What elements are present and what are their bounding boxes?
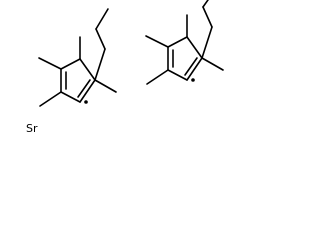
ring-bond bbox=[186, 36, 203, 59]
double-bond-inner bbox=[184, 57, 198, 76]
ring-bond bbox=[167, 36, 188, 48]
propyl-bond bbox=[202, 0, 209, 8]
methyl-bond bbox=[201, 57, 224, 71]
ring-bond bbox=[79, 79, 96, 103]
methyl-bond bbox=[145, 35, 169, 48]
methyl-bond bbox=[38, 57, 62, 70]
ring-bond bbox=[186, 57, 203, 81]
right-ligand bbox=[145, 0, 224, 85]
radical-dot bbox=[84, 100, 88, 104]
propyl-bond bbox=[95, 8, 109, 30]
ring-bond bbox=[60, 58, 81, 70]
methyl-bond bbox=[39, 91, 62, 107]
propyl-bond bbox=[202, 6, 213, 28]
ring-bond bbox=[79, 58, 96, 81]
propyl-bond bbox=[94, 48, 106, 81]
radical-dot bbox=[191, 78, 195, 82]
double-bond-inner bbox=[77, 79, 91, 98]
methyl-bond bbox=[94, 79, 117, 93]
left-ligand bbox=[38, 8, 117, 107]
propyl-bond bbox=[95, 28, 106, 50]
strontium-label: Sr bbox=[26, 122, 38, 135]
propyl-bond bbox=[201, 26, 213, 59]
ring-bond bbox=[167, 69, 188, 81]
structure-diagram: Sr bbox=[26, 0, 224, 135]
ring-bond bbox=[60, 91, 81, 103]
methyl-bond bbox=[146, 69, 169, 85]
